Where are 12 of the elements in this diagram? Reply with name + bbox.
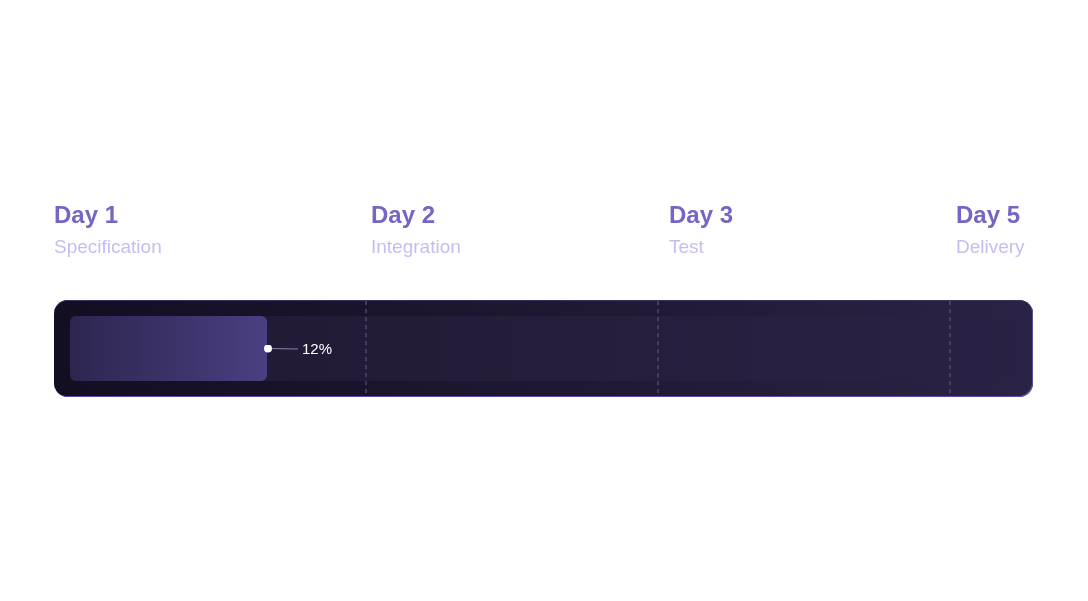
percent-label: 12% (302, 338, 333, 360)
milestone-day-label: Day 5 (956, 201, 1021, 229)
milestone-name-label: Specification (54, 235, 162, 259)
milestone-name-label: Delivery (956, 235, 1025, 259)
milestone-name-label: Test (669, 235, 704, 259)
milestone-name-label: Integration (371, 235, 461, 259)
milestone-day-label: Day 2 (371, 201, 436, 229)
progress-track (54, 300, 1033, 397)
milestone-day-label: Day 1 (54, 201, 119, 229)
progress-fill (70, 316, 267, 381)
leader-line (264, 344, 299, 353)
milestone-day-label: Day 3 (669, 201, 734, 229)
